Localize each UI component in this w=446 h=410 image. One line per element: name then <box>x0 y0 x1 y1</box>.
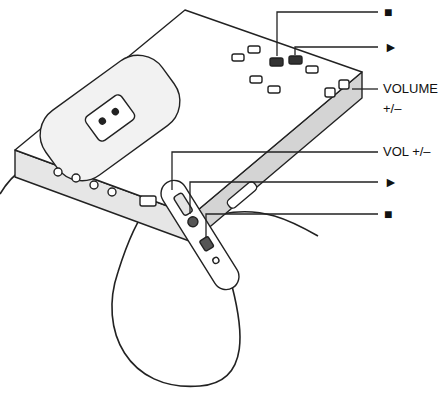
button <box>268 86 280 93</box>
jack <box>54 168 62 176</box>
jack <box>108 188 116 196</box>
display-dot <box>98 117 106 125</box>
volume-button <box>339 80 349 89</box>
leader-line <box>295 47 378 55</box>
callout-label: VOLUME +/– <box>383 79 441 119</box>
remote-control <box>156 176 244 295</box>
player-body <box>15 10 362 242</box>
button <box>306 66 318 73</box>
button <box>250 76 262 83</box>
stop-button <box>199 236 214 251</box>
button <box>232 54 244 61</box>
leader-line <box>172 12 378 238</box>
play-button <box>186 215 200 229</box>
disc-lid <box>28 43 192 192</box>
slide-switch <box>226 180 258 210</box>
button <box>226 46 349 210</box>
callout-label: ► <box>384 37 398 57</box>
button <box>248 46 260 53</box>
jack <box>72 174 80 182</box>
remote-button <box>212 256 220 264</box>
display-dot <box>111 107 119 115</box>
jack <box>54 168 156 206</box>
remote-control <box>156 176 244 295</box>
leader-line <box>206 214 378 238</box>
play-button <box>289 56 302 64</box>
leader-line <box>277 12 378 56</box>
cable <box>222 212 318 236</box>
disc-lid <box>28 43 192 192</box>
jack <box>140 196 156 206</box>
stop-button <box>270 58 283 66</box>
jack <box>90 181 98 189</box>
volume-button <box>325 88 335 97</box>
callout-label: VOL +/– <box>383 142 431 162</box>
leader-line <box>190 182 378 214</box>
leader-line <box>172 152 378 190</box>
display <box>83 93 136 143</box>
callout-label: ■ <box>384 2 392 22</box>
callout-label: ► <box>384 172 398 192</box>
top-face <box>15 10 362 215</box>
callout-label: ■ <box>384 204 392 224</box>
leader-line <box>352 88 378 89</box>
